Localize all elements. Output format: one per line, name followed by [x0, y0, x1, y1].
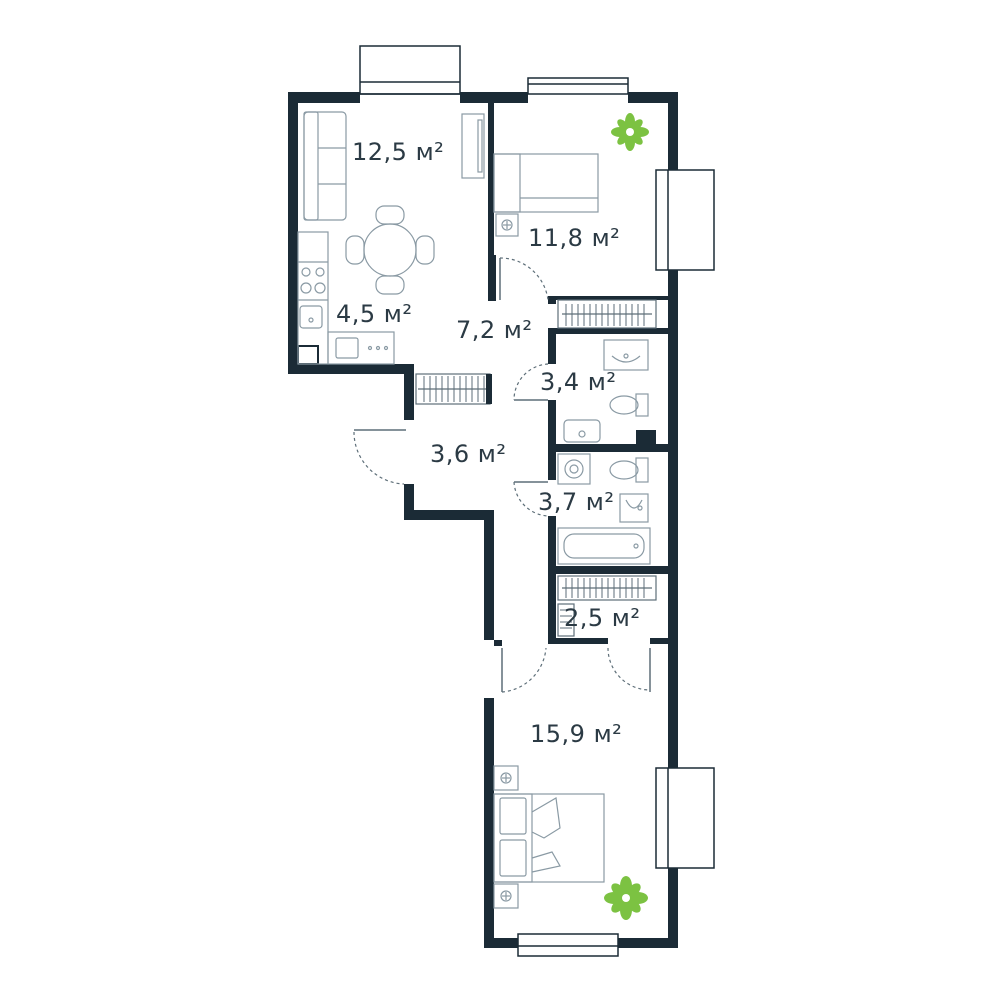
label-bath2: 3,7 м² [538, 488, 615, 516]
door-bath1 [513, 363, 549, 401]
label-living: 12,5 м² [352, 138, 444, 166]
label-bath1: 3,4 м² [540, 368, 617, 396]
kitchen-lower-counter [327, 331, 395, 365]
plant-icon [611, 113, 649, 151]
bed-icon [493, 153, 599, 213]
dining-table-icon [345, 205, 435, 295]
door-bath2 [513, 481, 549, 517]
bathtub-icon [557, 527, 651, 565]
sink2-icon [619, 493, 649, 523]
kitchen-counter [297, 231, 329, 365]
label-hall: 7,2 м² [456, 316, 533, 344]
double-bed-icon [493, 793, 605, 883]
toilet2-icon [609, 457, 649, 483]
label-bedroom2: 15,9 м² [530, 720, 622, 748]
door-bedroom1 [499, 257, 549, 301]
wardrobe-icon [557, 299, 657, 329]
plant2-icon [604, 876, 648, 920]
window-right-lower [655, 767, 715, 869]
sofa-icon [303, 111, 347, 221]
washer-icon [563, 419, 601, 443]
nightstand-bottom-icon [493, 883, 519, 909]
nightstand-top-icon [493, 765, 519, 791]
door-entry [353, 429, 406, 485]
entry-wardrobe-icon [415, 373, 492, 405]
nightstand-icon [495, 213, 519, 237]
label-closet: 2,5 м² [564, 604, 641, 632]
closet-wardrobe-icon [557, 575, 657, 637]
label-bedroom1: 11,8 м² [528, 224, 620, 252]
window-top-right [527, 77, 629, 95]
door-bedroom2 [501, 647, 547, 693]
door-closet [607, 647, 651, 692]
walls [288, 92, 678, 948]
area-labels: 12,5 м² 11,8 м² 4,5 м² 7,2 м² 3,4 м² 3,6… [336, 138, 641, 748]
interior-walls [297, 103, 668, 646]
toilet-icon [609, 393, 649, 417]
tv-stand-icon [461, 113, 485, 179]
washing-machine-icon [557, 453, 591, 485]
stove-icon [300, 267, 326, 294]
label-kitchen: 4,5 м² [336, 300, 413, 328]
kitchen-sink-icon [299, 305, 323, 329]
window-bottom [517, 933, 619, 957]
label-entry: 3,6 м² [430, 440, 507, 468]
sink-icon [603, 339, 649, 371]
doors [353, 257, 651, 693]
window-right-upper [655, 169, 715, 271]
window-top-left [359, 45, 461, 95]
